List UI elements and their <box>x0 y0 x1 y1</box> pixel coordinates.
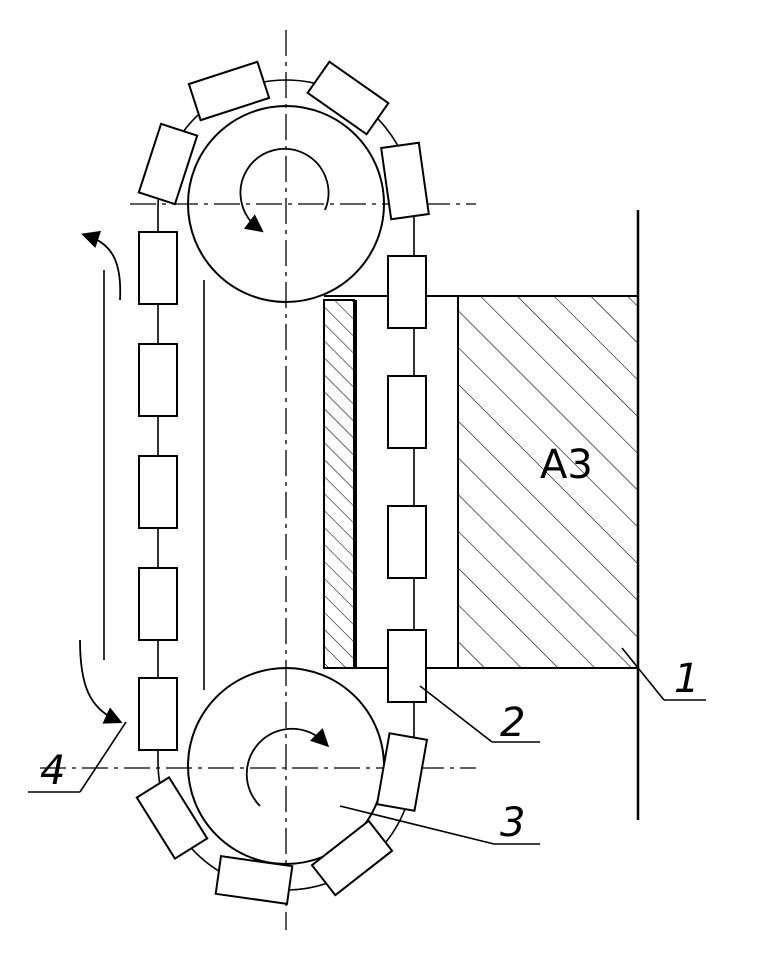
chain-links-left <box>138 231 178 751</box>
chain-link <box>380 141 430 221</box>
chain-link <box>138 567 178 641</box>
chain-link <box>310 819 394 897</box>
chain-link <box>135 776 209 860</box>
chain-link <box>137 122 199 206</box>
wall-strip <box>323 299 355 669</box>
top-sprocket <box>187 105 385 303</box>
chain-link <box>387 255 427 329</box>
left-guides <box>103 270 205 690</box>
chain-link <box>138 343 178 417</box>
flow-arrow-up <box>81 230 122 301</box>
chain-link <box>375 732 429 812</box>
flow-arrow-down <box>79 639 123 724</box>
block-a3: A3 <box>457 295 639 669</box>
chain-link <box>138 231 178 305</box>
rotation-arrow-top <box>239 147 330 233</box>
block-a3-label: A3 <box>540 442 593 488</box>
chain-link <box>387 505 427 579</box>
rotation-arrow-bottom <box>245 727 330 807</box>
frame <box>324 210 640 820</box>
ref-label-1: 1 <box>674 656 699 702</box>
chain-link <box>306 60 390 136</box>
chain-links-right <box>387 255 427 703</box>
chain-link <box>138 455 178 529</box>
chain-link <box>387 375 427 449</box>
chain-link <box>214 855 294 905</box>
ref-label-2: 2 <box>500 700 525 746</box>
chain-link <box>138 677 178 751</box>
chain-links-top <box>137 60 430 221</box>
ref-label-4: 4 <box>40 748 65 794</box>
chain-link <box>187 60 271 122</box>
leader-lines <box>28 647 706 845</box>
chain-links-bottom <box>135 732 429 905</box>
ref-label-3: 3 <box>500 800 525 846</box>
chain-link <box>387 629 427 703</box>
